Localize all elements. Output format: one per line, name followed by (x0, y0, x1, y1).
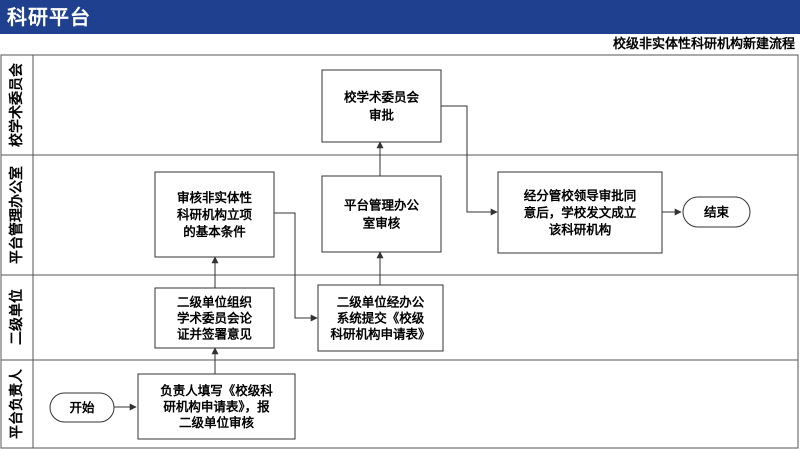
node-office-review: 平台管理办公室审核 (321, 175, 442, 253)
node-label-line: 负责人填写《校级科 (160, 383, 273, 398)
node-label-line: 科研机构立项 (177, 207, 253, 222)
node-label-line: 开始 (69, 400, 95, 415)
lane-label-unit: 二级单位 (8, 289, 25, 345)
node-label-line: 二级单位审核 (179, 415, 255, 430)
node-label-line: 系统提交《校级 (337, 311, 425, 326)
connector-committee-to-leader-approve (441, 105, 498, 216)
svg-text:二级单位经办公系统提交《校级科研机构申请表》: 二级单位经办公系统提交《校级科研机构申请表》 (330, 295, 430, 342)
node-label-line: 的基本条件 (183, 224, 246, 239)
diagram-title: 校级非实体性科研机构新建流程 (612, 37, 795, 52)
svg-text:二级单位组织学术委员会论证并签署意见: 二级单位组织学术委员会论证并签署意见 (177, 295, 253, 342)
node-label-line: 结束 (704, 205, 730, 220)
node-label-line: 审核非实体性 (177, 190, 253, 205)
connector-office-check-to-unit-submit (274, 212, 318, 322)
node-unit-submit: 二级单位经办公系统提交《校级科研机构申请表》 (317, 284, 444, 352)
node-unit-review: 二级单位组织学术委员会论证并签署意见 (154, 287, 275, 349)
svg-text:开始: 开始 (69, 400, 95, 415)
svg-text:经分管校领导审批同意后，学校发文成立该科研机构: 经分管校领导审批同意后，学校发文成立该科研机构 (524, 188, 637, 237)
node-label-line: 二级单位组织 (177, 295, 253, 310)
lane-label-office: 平台管理办公室 (8, 166, 25, 264)
node-label-line: 该科研机构 (549, 222, 612, 237)
node-end: 结束 (682, 196, 751, 228)
node-label-line: 科研机构申请表》 (330, 327, 430, 342)
node-label-line: 意后，学校发文成立 (524, 205, 637, 220)
page-title: 科研平台 (7, 5, 91, 29)
node-committee-approve: 校学术委员会审批 (321, 69, 442, 143)
node-label-line: 学术委员会论 (177, 311, 253, 326)
svg-text:结束: 结束 (704, 205, 730, 220)
node-label-line: 研机构申请表》，报 (163, 399, 270, 414)
lane-label-committee: 校学术委员会 (8, 62, 25, 147)
svg-text:负责人填写《校级科研机构申请表》，报二级单位审核: 负责人填写《校级科研机构申请表》，报二级单位审核 (160, 383, 273, 430)
node-leader-approve: 经分管校领导审批同意后，学校发文成立该科研机构 (497, 171, 663, 254)
node-label-line: 证并签署意见 (177, 327, 253, 342)
svg-text:平台管理办公室审核: 平台管理办公室审核 (344, 198, 420, 231)
node-office-check: 审核非实体性科研机构立项的基本条件 (154, 171, 275, 258)
node-label-line: 室审核 (363, 216, 401, 231)
node-label-line: 平台管理办公 (344, 198, 420, 213)
node-start: 开始 (49, 392, 115, 423)
node-label-line: 经分管校领导审批同 (524, 188, 637, 203)
node-label-line: 校学术委员会 (344, 90, 420, 105)
header-bar: 科研平台 (0, 0, 800, 34)
lane-label-leader: 平台负责人 (8, 368, 25, 439)
svg-text:校学术委员会审批: 校学术委员会审批 (344, 90, 420, 123)
node-label-line: 审批 (369, 108, 395, 123)
swimlane-frame (0, 54, 799, 449)
node-label-line: 二级单位经办公 (337, 295, 425, 310)
diagram-title-row: 校级非实体性科研机构新建流程 (0, 34, 800, 55)
svg-text:审核非实体性科研机构立项的基本条件: 审核非实体性科研机构立项的基本条件 (177, 190, 253, 239)
node-apply: 负责人填写《校级科研机构申请表》，报二级单位审核 (137, 373, 296, 440)
